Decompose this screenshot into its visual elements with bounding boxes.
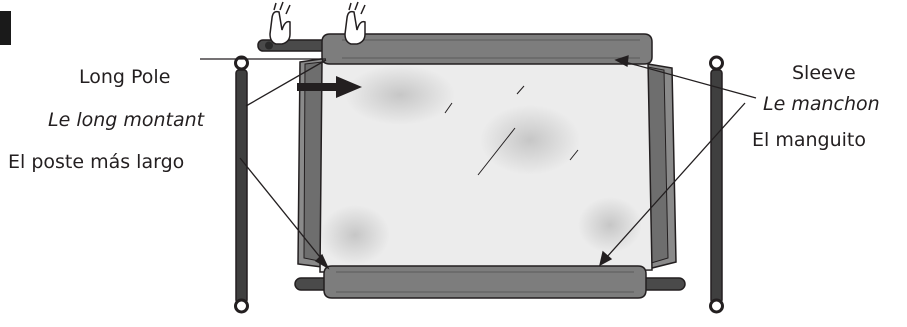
direction-arrow-icon bbox=[297, 76, 362, 98]
hand-icon bbox=[269, 1, 291, 45]
long-pole-label-french: Le long montant bbox=[48, 109, 205, 131]
sleeve-leader-lines bbox=[599, 55, 757, 267]
sleeve-label-spanish: El manguito bbox=[752, 129, 866, 151]
sleeve-label-french: Le manchon bbox=[763, 93, 880, 115]
long-pole-leader-lines bbox=[200, 58, 330, 270]
long-pole-label-spanish: El poste más largo bbox=[8, 151, 185, 173]
right-standing-pole bbox=[709, 55, 724, 314]
page-tab-marker bbox=[0, 11, 11, 45]
bottom-long-pole bbox=[294, 265, 686, 299]
sleeve-label-english: Sleeve bbox=[792, 62, 856, 84]
long-pole-label-english: Long Pole bbox=[79, 66, 171, 88]
top-sleeve bbox=[321, 33, 653, 65]
top-long-pole bbox=[257, 33, 653, 65]
hand-icon bbox=[344, 1, 366, 45]
quilt-fabric bbox=[319, 61, 653, 273]
left-standing-pole bbox=[234, 55, 249, 314]
bottom-sleeve bbox=[323, 265, 647, 299]
